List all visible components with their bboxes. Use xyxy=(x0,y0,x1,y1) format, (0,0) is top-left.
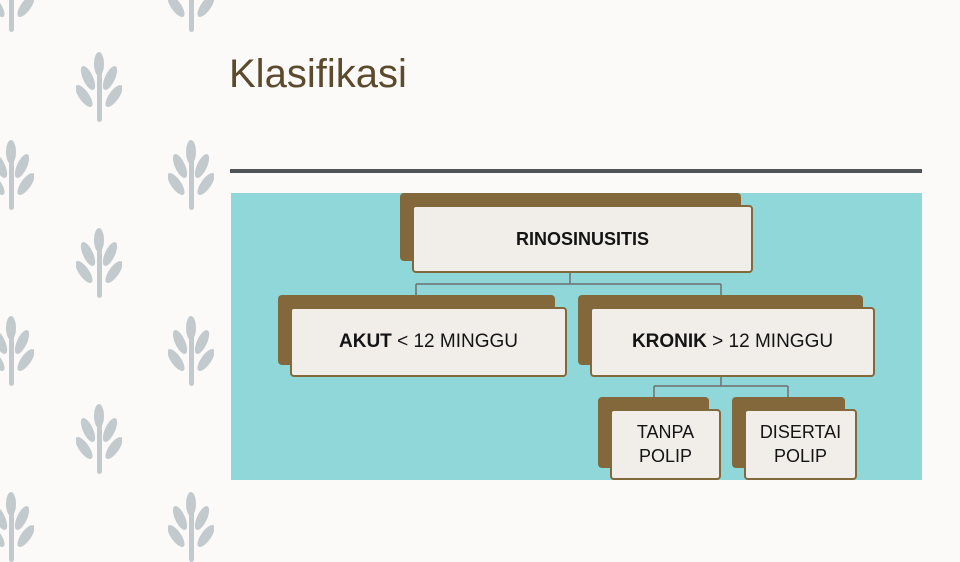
node-disertai-polip: DISERTAI POLIP xyxy=(732,397,857,480)
title-divider xyxy=(230,169,922,173)
slide-title: Klasifikasi xyxy=(229,52,407,96)
node-akut-criterion: < 12 MINGGU xyxy=(391,331,518,352)
node-akut-name: AKUT xyxy=(339,331,392,352)
node-rinosinusitis: RINOSINUSITIS xyxy=(400,193,753,273)
node-disertai-polip-line1: DISERTAI xyxy=(759,422,842,443)
diagram-connectors xyxy=(415,272,789,398)
node-kronik-criterion: > 12 MINGGU xyxy=(706,331,834,352)
node-rinosinusitis-label: RINOSINUSITIS xyxy=(515,228,649,249)
node-tanpa-polip-line2: POLIP xyxy=(638,445,693,466)
node-kronik-name: KRONIK xyxy=(631,331,707,352)
node-akut: AKUT < 12 MINGGU xyxy=(278,295,567,377)
node-tanpa-polip: TANPA POLIP xyxy=(598,397,721,480)
node-tanpa-polip-line1: TANPA xyxy=(636,422,695,443)
node-disertai-polip-line2: POLIP xyxy=(773,445,828,466)
node-kronik: KRONIK > 12 MINGGU xyxy=(578,295,875,377)
